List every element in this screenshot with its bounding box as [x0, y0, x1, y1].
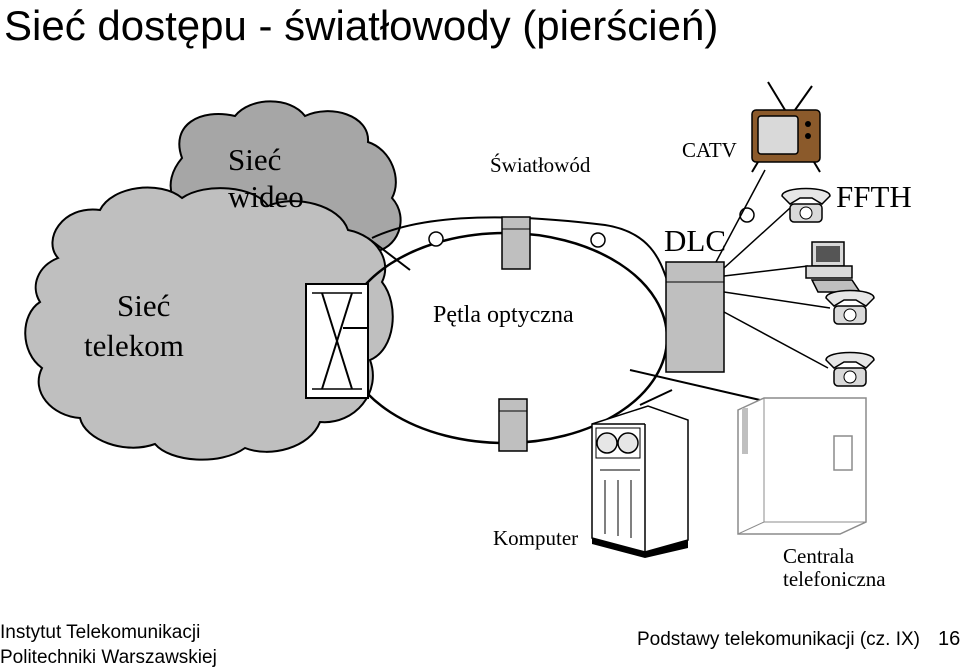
link-computer — [639, 389, 673, 406]
fiber-tap — [739, 207, 755, 223]
catv-label: CATV — [682, 138, 737, 162]
link-phone-1 — [723, 207, 791, 269]
telecom-network-cloud — [24, 186, 394, 461]
mainframe-icon — [591, 405, 689, 558]
exchange-label-line1: Centrala — [783, 544, 855, 568]
link-phone-2 — [723, 291, 831, 309]
link-video — [367, 237, 411, 271]
exchange-label-line2: telefoniczna — [783, 567, 886, 591]
cloud-telecom-label-line2: telekom — [84, 328, 184, 363]
cloud-video-label-line1: Sieć — [228, 142, 281, 177]
telephone-icon — [825, 351, 875, 387]
crossconnect-icon — [305, 283, 369, 399]
slide-title: Sieć dostępu - światłowody (pierścień) — [4, 2, 719, 49]
fiber-label: Światłowód — [490, 153, 591, 177]
footer-institute-line2: Politechniki Warszawskiej — [0, 647, 217, 668]
loop-label: Pętla optyczna — [433, 302, 574, 328]
link-exchange — [629, 369, 761, 401]
cloud-telecom-label-line1: Sieć — [117, 288, 170, 323]
ffth-label: FFTH — [836, 179, 912, 214]
fiber-tap — [590, 232, 606, 248]
footer-course: Podstawy telekomunikacji (cz. IX) — [637, 629, 920, 650]
link-phone-3 — [723, 311, 829, 369]
tv-icon — [751, 81, 821, 173]
pc-icon — [805, 241, 862, 293]
ring-node-top — [501, 216, 531, 270]
dlc-label: DLC — [664, 223, 726, 258]
computer-label: Komputer — [493, 526, 578, 550]
telephone-icon — [825, 289, 875, 325]
dlc-cabinet — [665, 261, 725, 373]
footer-page-number: 16 — [938, 628, 960, 650]
link-pc — [723, 265, 809, 277]
cloud-video-label-line2: wideo — [228, 179, 304, 214]
fiber-tap — [428, 231, 444, 247]
footer-institute-line1: Instytut Telekomunikacji — [0, 622, 201, 643]
exchange-cabinet-icon — [737, 397, 867, 535]
telephone-icon — [781, 187, 831, 223]
link-catv — [715, 169, 766, 263]
fiber-arc — [371, 216, 668, 281]
ring-node-bottom — [498, 398, 528, 452]
